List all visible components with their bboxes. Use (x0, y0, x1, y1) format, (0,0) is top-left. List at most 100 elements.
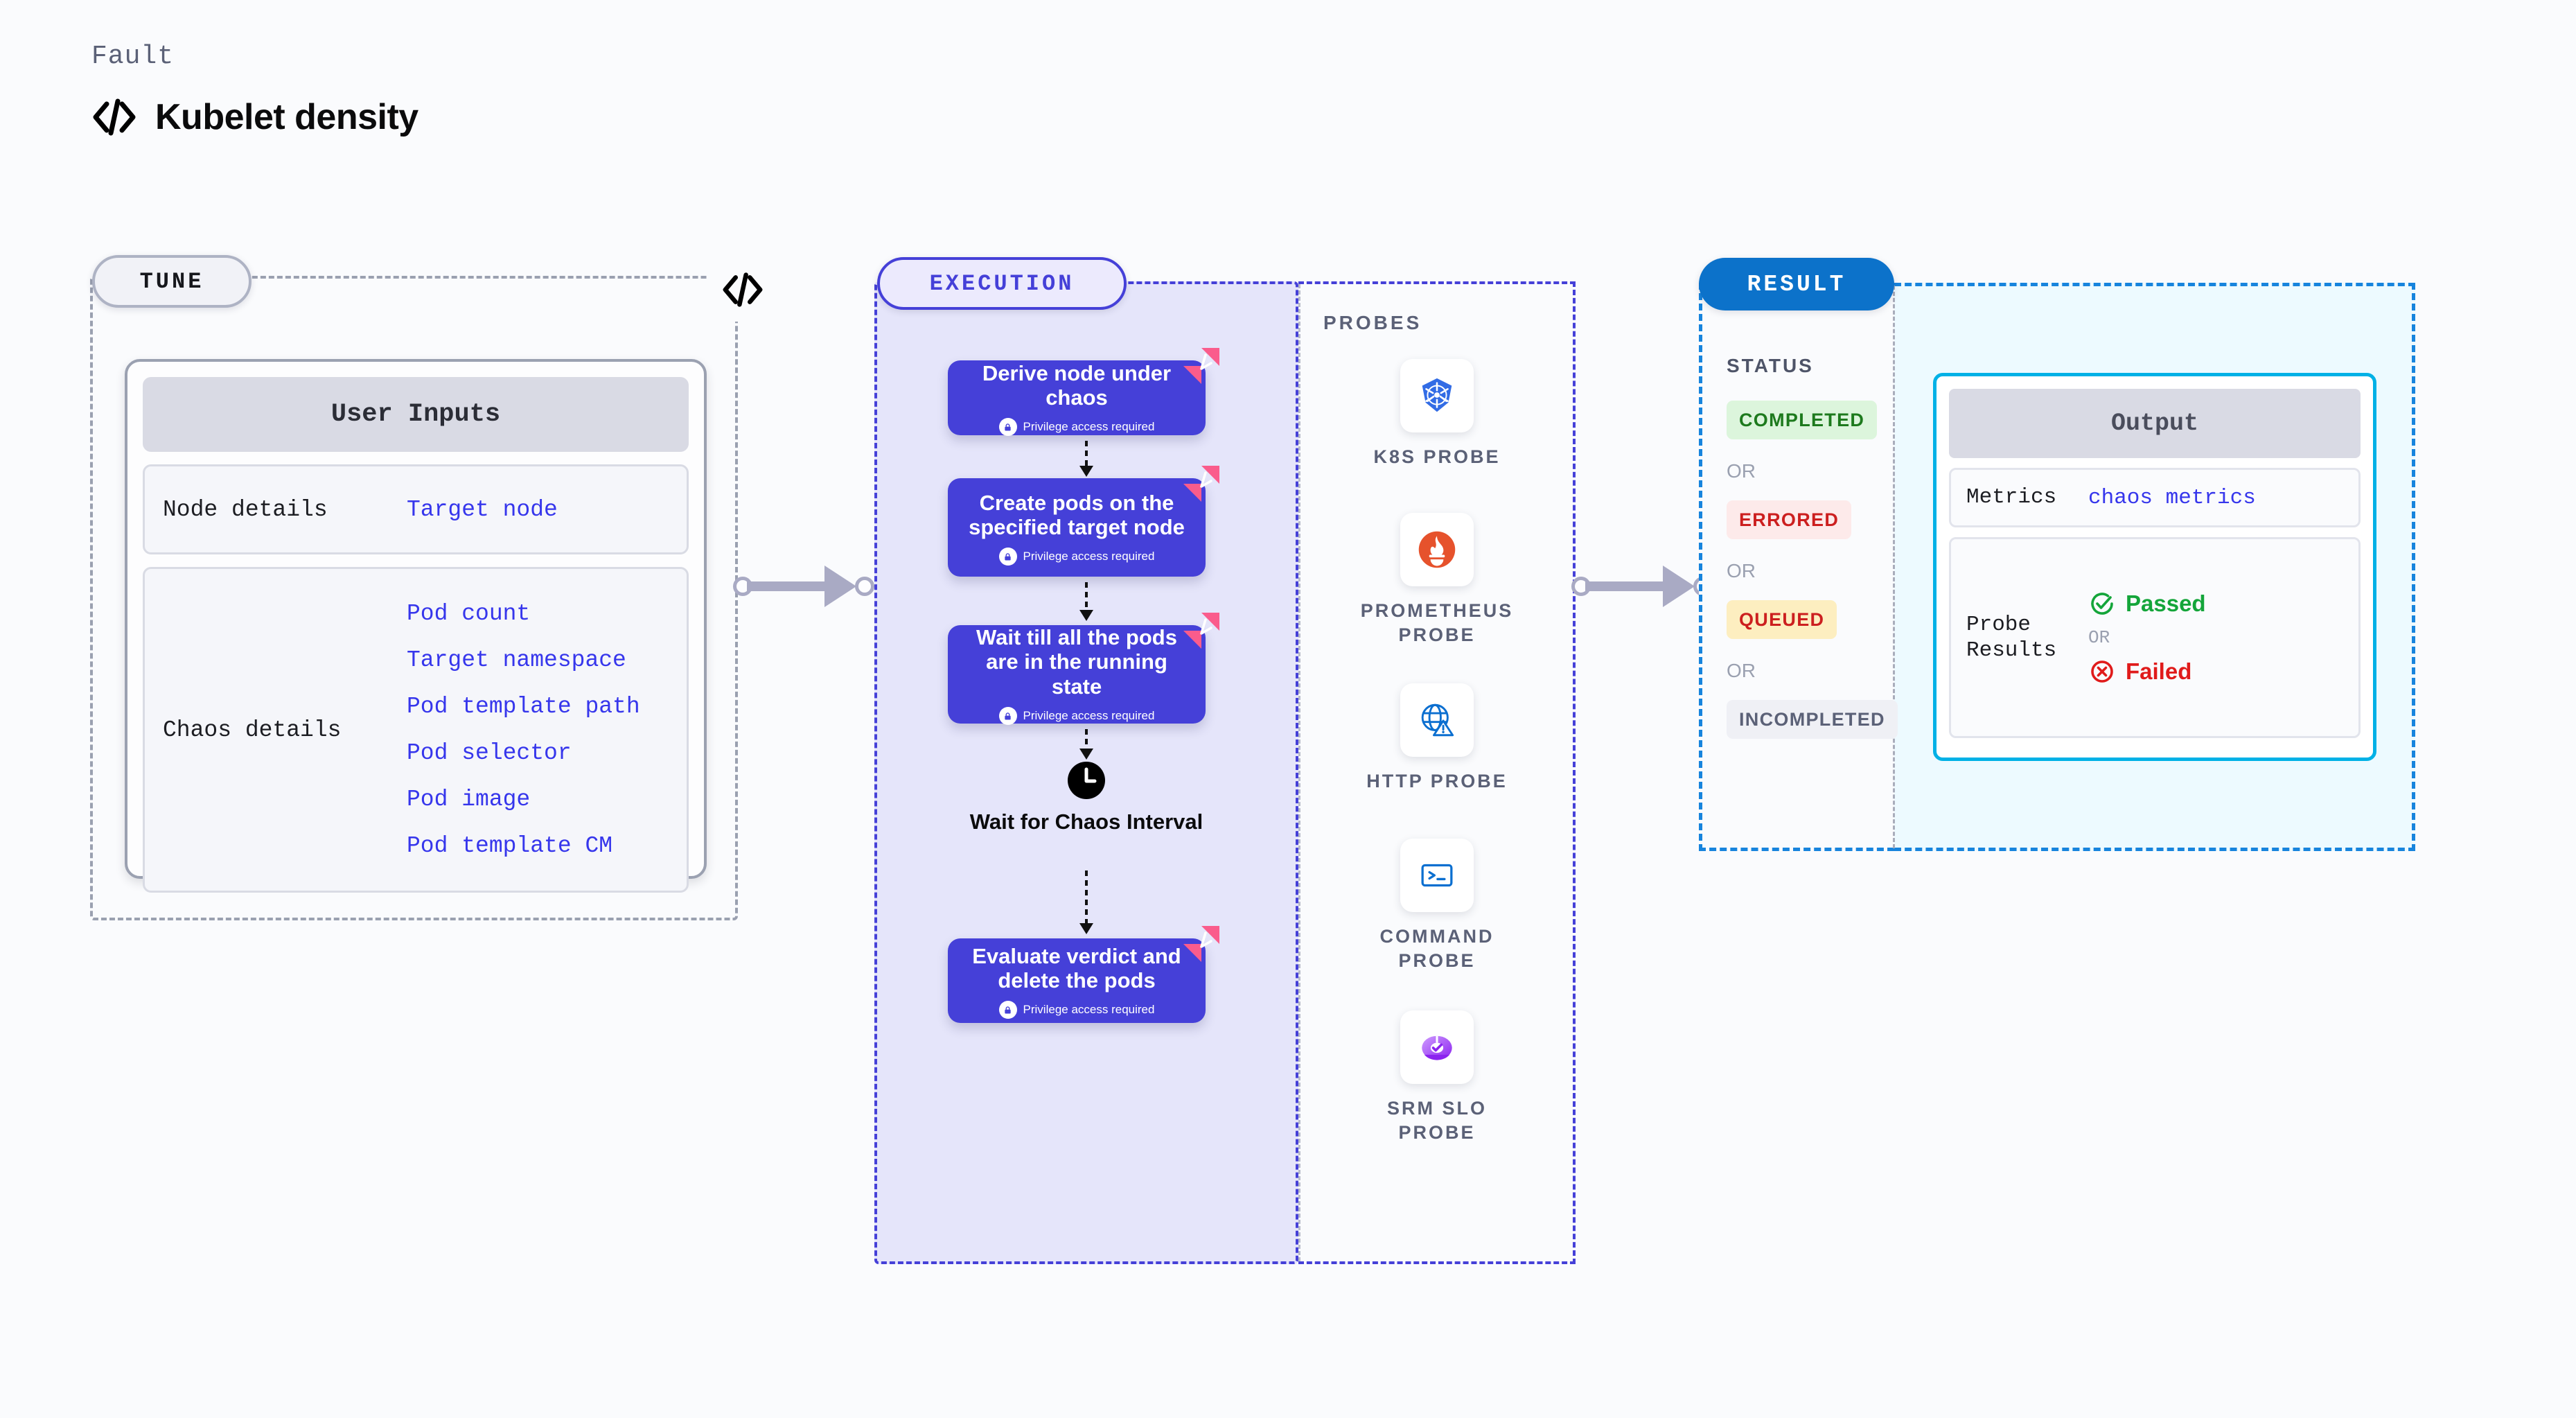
page-header: Fault Kubelet density (91, 42, 418, 138)
x-circle-icon (2091, 660, 2113, 683)
page-title: Kubelet density (155, 97, 418, 137)
prometheus-icon (1418, 531, 1456, 568)
execution-step-card[interactable]: Derive node under chaos Privilege access… (948, 348, 1219, 437)
probe-tile (1400, 359, 1474, 432)
flow-arrow-execution-to-result (1571, 566, 1717, 607)
probes-panel (1298, 281, 1576, 1264)
status-badge-incompleted: INCOMPLETED (1727, 700, 1898, 739)
step-title: Evaluate verdict and delete the pods (972, 943, 1181, 992)
status-title: STATUS (1727, 355, 1814, 376)
clock-icon (1068, 762, 1105, 799)
status-badge-errored: ERRORED (1727, 500, 1852, 539)
verdict-or-label: OR (2088, 627, 2110, 648)
execution-step-card[interactable]: Create pods on the specified target node… (948, 466, 1219, 577)
probe-label: K8S PROBE (1373, 446, 1501, 467)
status-badge-completed: COMPLETED (1727, 401, 1878, 439)
status-or-label: OR (1727, 460, 1756, 482)
tune-value-pod-image[interactable]: Pod image (407, 787, 531, 812)
result-chip-label: RESULT (1699, 258, 1894, 310)
verdict-failed: Failed (2088, 658, 2206, 685)
user-inputs-card: User Inputs Node details Target node Cha… (125, 359, 707, 893)
probe-tile (1400, 1010, 1474, 1084)
step-connector (1079, 729, 1093, 760)
harness-badge-icon (1183, 926, 1219, 962)
probe-item-command[interactable]: COMMAND PROBE (1298, 839, 1576, 973)
privilege-note: Privilege access required (998, 707, 1155, 725)
probe-item-prometheus[interactable]: PROMETHEUS PROBE (1298, 513, 1576, 647)
lock-icon (998, 418, 1017, 437)
verdict-failed-label: Failed (2126, 658, 2192, 684)
step-title: Derive node under chaos (982, 360, 1172, 410)
status-or-label: OR (1727, 560, 1756, 581)
probe-tile (1400, 513, 1474, 586)
user-inputs-title: User Inputs (143, 377, 689, 452)
terminal-icon (1421, 864, 1453, 887)
output-metrics-key: Metrics (1966, 485, 2057, 510)
probe-item-http[interactable]: HTTP PROBE (1298, 683, 1576, 794)
privilege-text: Privilege access required (1023, 709, 1155, 722)
output-card: Output Metrics chaos metrics Probe Resul… (1933, 373, 2376, 761)
probes-divider (1298, 284, 1300, 1261)
result-status-panel (1699, 283, 1894, 851)
lock-icon (998, 1001, 1017, 1019)
privilege-text: Privilege access required (1023, 1003, 1155, 1017)
harness-badge-icon (1183, 348, 1219, 384)
step-title: Create pods on the specified target node (969, 490, 1185, 539)
verdict-passed: Passed (2088, 590, 2206, 618)
tune-value-target-node[interactable]: Target node (407, 496, 558, 523)
execution-chip-label: EXECUTION (877, 257, 1127, 310)
code-icon-connector (707, 258, 779, 322)
code-icon (93, 98, 136, 136)
lock-icon (998, 548, 1017, 566)
flow-arrow-tune-to-execution (733, 566, 879, 607)
slo-gauge-icon (1422, 1035, 1452, 1060)
privilege-text: Privilege access required (1023, 420, 1155, 434)
harness-badge-icon (1183, 613, 1219, 649)
tune-row-key: Chaos details (163, 717, 342, 743)
title-row: Kubelet density (91, 96, 418, 138)
tune-value-pod-count[interactable]: Pod count (407, 601, 531, 627)
probe-label: HTTP PROBE (1366, 771, 1508, 791)
tune-value-target-namespace[interactable]: Target namespace (407, 647, 626, 673)
probe-item-k8s[interactable]: K8S PROBE (1298, 359, 1576, 469)
tune-value-pod-template-cm[interactable]: Pod template CM (407, 833, 613, 859)
privilege-text: Privilege access required (1023, 550, 1155, 563)
fault-eyebrow-label: Fault (91, 42, 175, 71)
probe-label: SRM SLO PROBE (1386, 1098, 1487, 1144)
tune-value-pod-selector[interactable]: Pod selector (407, 740, 572, 766)
privilege-note: Privilege access required (998, 418, 1155, 437)
execution-step-card[interactable]: Evaluate verdict and delete the pods Pri… (948, 926, 1219, 1023)
globe-warning-icon (1421, 703, 1454, 737)
output-row-probe-results: Probe Results Passed OR Failed (1949, 537, 2361, 738)
status-badge-queued: QUEUED (1727, 600, 1837, 639)
probe-tile (1400, 683, 1474, 757)
step-connector (1079, 582, 1093, 621)
harness-badge-icon (1183, 466, 1219, 502)
wait-node-label: Wait for Chaos Interval (969, 809, 1203, 834)
probe-label: COMMAND PROBE (1379, 926, 1494, 972)
probe-label: PROMETHEUS PROBE (1360, 600, 1514, 646)
output-metrics-value[interactable]: chaos metrics (2088, 485, 2256, 510)
probe-item-srm-slo[interactable]: SRM SLO PROBE (1298, 1010, 1576, 1145)
status-or-label: OR (1727, 660, 1756, 681)
kubernetes-icon (1422, 378, 1452, 412)
tune-value-pod-template-path[interactable]: Pod template path (407, 694, 640, 719)
output-row-metrics: Metrics chaos metrics (1949, 468, 2361, 527)
execution-step-card[interactable]: Wait till all the pods are in the runnin… (948, 613, 1219, 725)
step-connector (1079, 870, 1093, 934)
privilege-note: Privilege access required (998, 1001, 1155, 1019)
tune-row-chaos-details: Chaos details Pod count Target namespace… (143, 567, 689, 893)
tune-row-key: Node details (163, 496, 328, 523)
tune-chip-label: TUNE (92, 255, 252, 308)
verdict-passed-label: Passed (2126, 590, 2206, 616)
execution-step-flow: Derive node under chaos Privilege access… (874, 281, 1298, 1264)
result-divider (1893, 286, 1895, 848)
step-title: Wait till all the pods are in the runnin… (976, 625, 1177, 699)
tune-row-node-details: Node details Target node (143, 464, 689, 554)
probes-title: PROBES (1323, 312, 1422, 333)
lock-icon (998, 707, 1017, 725)
privilege-note: Privilege access required (998, 548, 1155, 566)
output-title: Output (1949, 389, 2361, 458)
probe-tile (1400, 839, 1474, 912)
check-circle-icon (2091, 593, 2113, 615)
